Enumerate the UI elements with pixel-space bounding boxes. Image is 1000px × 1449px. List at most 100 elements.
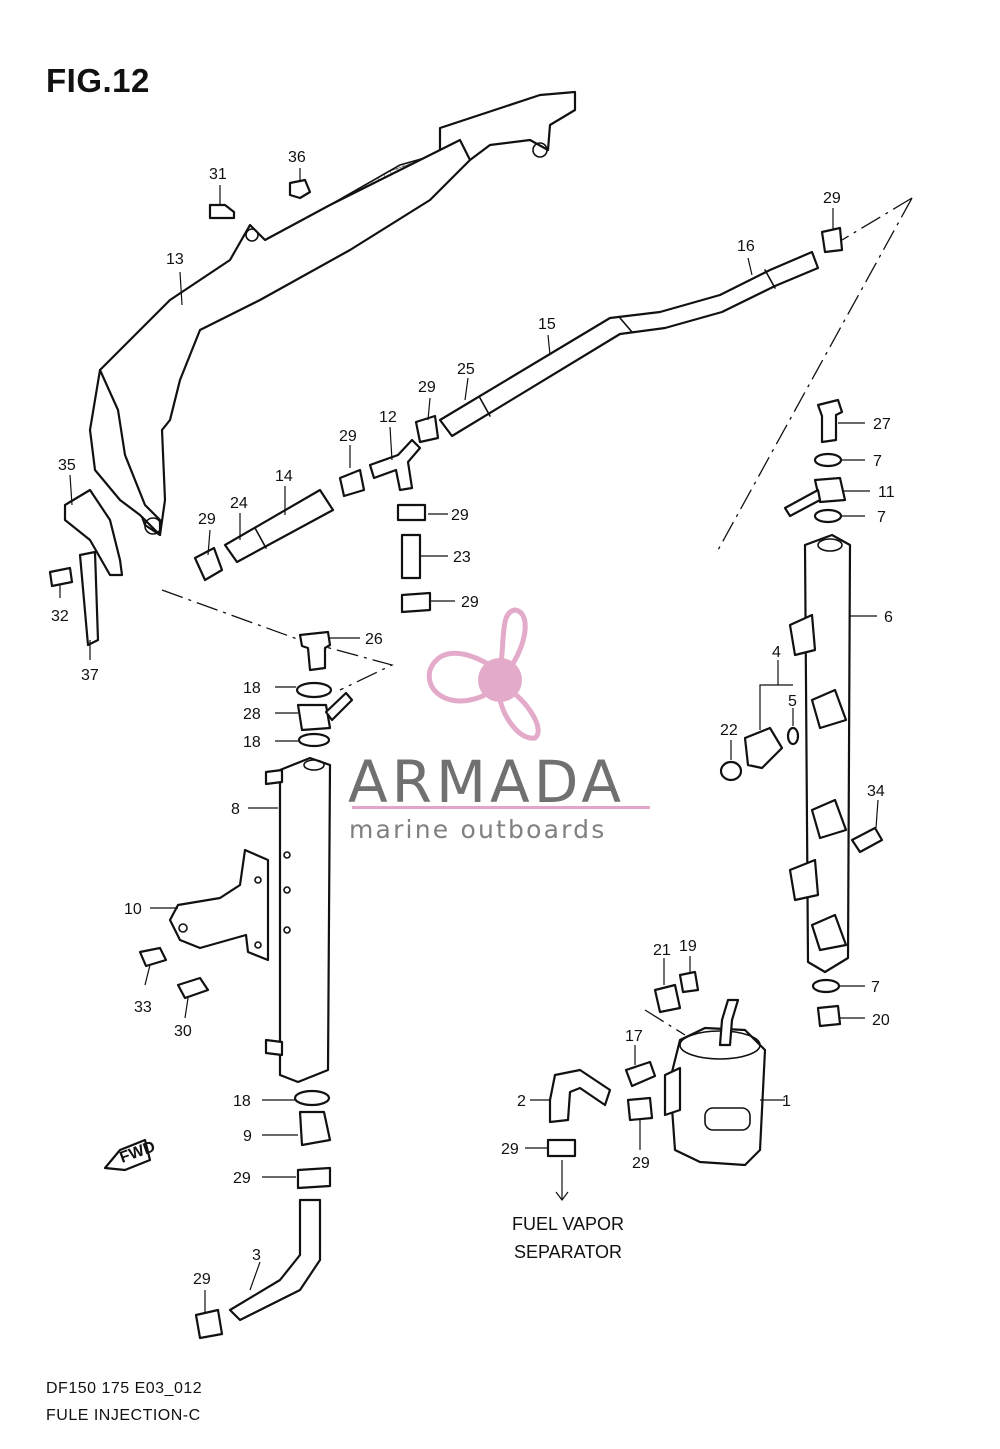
callout-label: 19 <box>679 938 697 955</box>
bolt-30-part <box>176 976 210 1000</box>
destination-label: FUEL VAPOR SEPARATOR <box>498 1210 638 1266</box>
destination-line: FUEL VAPOR <box>511 1214 625 1234</box>
callout-label: 29 <box>632 1155 650 1172</box>
nut-19-part <box>678 970 700 994</box>
section-name: FULE INJECTION-C <box>46 1407 201 1424</box>
bolt-34-part <box>850 826 884 854</box>
propeller-icon <box>426 607 541 741</box>
callout-label: 13 <box>166 251 184 268</box>
callout-label: 6 <box>884 609 893 626</box>
callout-label: 22 <box>720 722 738 739</box>
callout-label: 7 <box>873 453 882 470</box>
clamp-29-part <box>296 1166 332 1190</box>
callout-label: 29 <box>339 428 357 445</box>
callout-label: 5 <box>788 693 797 710</box>
reference-line <box>161 589 394 691</box>
callout-label: 35 <box>58 457 76 474</box>
banjo-bolt-26-part <box>295 630 354 748</box>
callout-label: 3 <box>252 1247 261 1264</box>
callout-label: 10 <box>124 901 142 918</box>
callout-label: 29 <box>451 507 469 524</box>
destination-line: SEPARATOR <box>513 1242 623 1262</box>
callout-label: 12 <box>379 409 397 426</box>
clamp-29-part <box>626 1096 654 1122</box>
washer-18-part <box>293 1089 331 1107</box>
callout-label: 20 <box>872 1012 890 1029</box>
callout-label: 25 <box>457 361 475 378</box>
callout-label: 18 <box>243 734 261 751</box>
reference-line <box>717 197 913 551</box>
callout-label: 36 <box>288 149 306 166</box>
union-9-part <box>298 1110 332 1147</box>
callout-label: 18 <box>243 680 261 697</box>
fuel-rail-8-part <box>264 756 332 1084</box>
clamp-29-part <box>820 226 844 254</box>
callout-label: 33 <box>134 999 152 1016</box>
clamp-29-part <box>400 591 432 614</box>
callout-label: 23 <box>453 549 471 566</box>
vapor-separator-1-part <box>663 998 767 1167</box>
o-ring-5-part <box>786 726 800 746</box>
callout-label: 24 <box>230 495 248 512</box>
clamp-29-part <box>396 503 427 522</box>
fuel-rail-6-part <box>788 533 852 974</box>
callout-label: 9 <box>243 1128 252 1145</box>
callout-label: 14 <box>275 468 293 485</box>
bolt-31-part <box>208 203 236 220</box>
leader-lines <box>59 168 879 1312</box>
model-code: DF150 175 E03_012 <box>46 1380 203 1397</box>
callout-label: 29 <box>193 1271 211 1288</box>
callout-label: 7 <box>871 979 880 996</box>
clamp-29-part <box>338 468 366 498</box>
callout-label: 18 <box>233 1093 251 1110</box>
callout-label: 27 <box>873 416 891 433</box>
bracket-35-part <box>48 488 124 647</box>
callout-label: 17 <box>625 1028 643 1045</box>
callout-label: 1 <box>782 1093 791 1110</box>
reference-line <box>644 1009 686 1036</box>
callout-label: 29 <box>501 1141 519 1158</box>
injector-4-part <box>743 726 784 770</box>
grommet-21-part <box>653 983 682 1014</box>
callout-label: 29 <box>198 511 216 528</box>
callout-labels: 1 2 3 4 5 6 7 7 7 8 9 10 11 12 13 14 15 … <box>51 149 895 1288</box>
fuel-hose-15-part <box>438 250 820 438</box>
callout-label: 15 <box>538 316 556 333</box>
nut-36-part <box>288 178 312 200</box>
banjo-bolt-27-part <box>783 398 847 524</box>
callout-label: 31 <box>209 166 227 183</box>
clamp-29-part <box>414 414 440 444</box>
callout-label: 37 <box>81 667 99 684</box>
seal-22-part <box>719 760 743 782</box>
washer-7-part <box>811 978 841 994</box>
callout-label: 34 <box>867 783 885 800</box>
tee-joint-12-part <box>368 438 422 492</box>
callout-label: 7 <box>877 509 886 526</box>
callout-label: 29 <box>461 594 479 611</box>
watermark-tagline: marine outboards <box>349 815 607 844</box>
hose-2-part <box>548 1068 612 1124</box>
watermark-divider <box>352 806 650 809</box>
callout-label: 4 <box>772 644 781 661</box>
callout-label: 29 <box>418 379 436 396</box>
bolt-17-part <box>624 1060 657 1088</box>
outlet-arrow <box>555 1160 569 1201</box>
callout-label: 32 <box>51 608 69 625</box>
callout-label: 2 <box>517 1093 526 1110</box>
callout-label: 30 <box>174 1023 192 1040</box>
hose-3-part <box>228 1198 322 1322</box>
hose-23-part <box>400 533 422 580</box>
clamp-29-part <box>194 1308 224 1340</box>
clamp-29-part <box>546 1138 577 1158</box>
callout-label: 26 <box>365 631 383 648</box>
callout-label: 11 <box>878 484 895 501</box>
callout-label: 29 <box>823 190 841 207</box>
bracket-10-part <box>168 848 270 962</box>
callout-label: 21 <box>653 942 671 959</box>
bolt-33-part <box>138 946 168 968</box>
plug-20-part <box>816 1004 842 1028</box>
callout-label: 28 <box>243 706 261 723</box>
cover-bracket-part <box>88 90 577 537</box>
hose-14-part <box>193 488 335 582</box>
